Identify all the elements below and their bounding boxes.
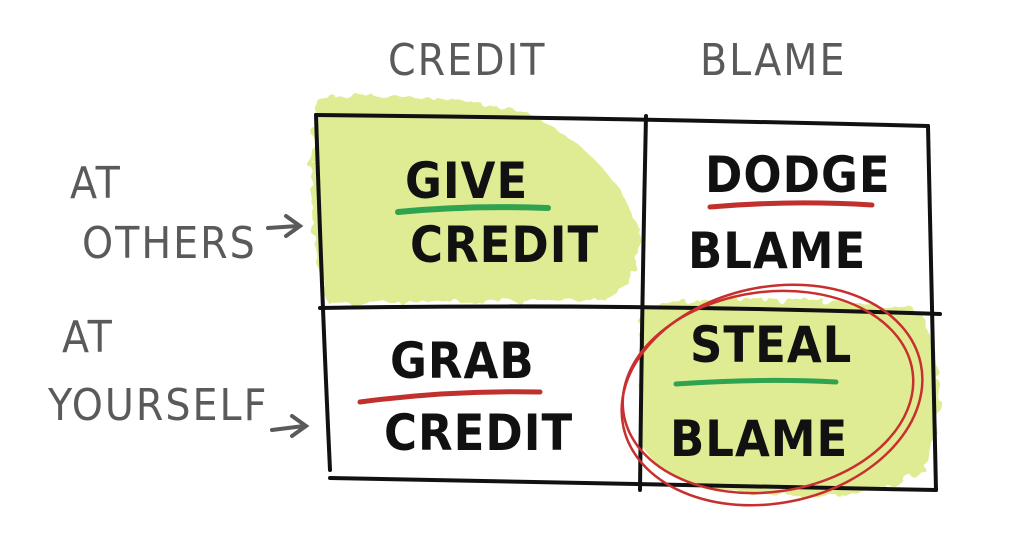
underline-steal [673, 377, 839, 387]
cell-give-object: CREDIT [410, 216, 599, 274]
row-header-yourself-line1: AT [62, 312, 114, 363]
green-highlight-steal-blame [640, 298, 939, 496]
row-header-yourself-line2: YOURSELF [47, 380, 268, 431]
cell-give-word: GIVE [405, 152, 528, 210]
column-header-credit: CREDIT [388, 35, 546, 86]
row-header-others-line2: OTHERS [82, 218, 257, 269]
arrow-right-icon [266, 214, 304, 238]
cell-dodge-word: DODGE [705, 146, 891, 204]
cell-dodge-object: BLAME [688, 222, 866, 280]
cell-grab-object: CREDIT [384, 404, 573, 462]
cell-steal-word: STEAL [690, 316, 852, 374]
underline-grab [357, 389, 543, 405]
underline-dodge [707, 200, 875, 210]
matrix-grid [314, 113, 942, 492]
underline-give [395, 204, 551, 215]
green-highlight-give-credit [311, 95, 640, 305]
red-circle-annotation [620, 283, 924, 507]
row-header-others-line1: AT [70, 158, 122, 209]
column-header-blame: BLAME [700, 35, 846, 86]
cell-steal-object: BLAME [670, 410, 848, 468]
arrow-right-icon [270, 414, 310, 438]
cell-grab-word: GRAB [390, 332, 535, 390]
